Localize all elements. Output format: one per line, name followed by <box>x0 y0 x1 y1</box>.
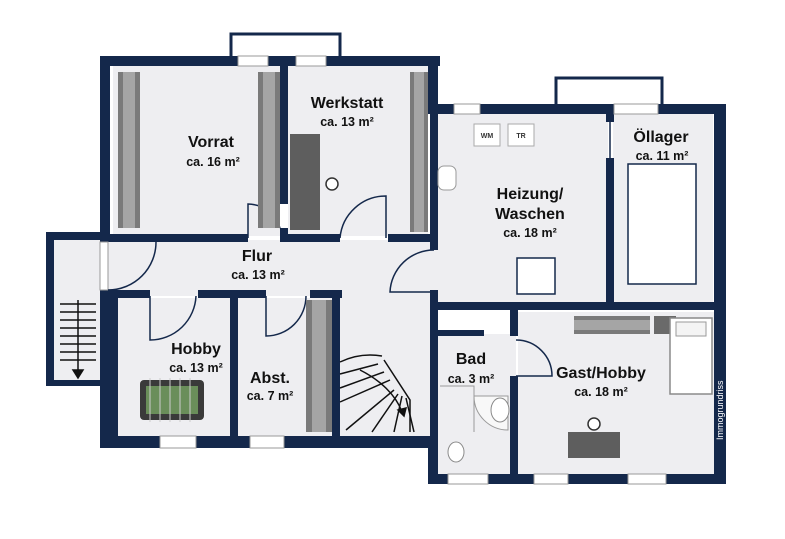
area-abst: ca. 7 m² <box>247 389 294 403</box>
windows <box>99 55 667 485</box>
label-gast: Gast/Hobby <box>556 365 646 382</box>
label-hobby: Hobby <box>171 341 221 358</box>
label-flur: Flur <box>242 248 272 265</box>
toilet <box>447 441 465 463</box>
stairs-winding <box>339 354 415 433</box>
door-abst <box>265 295 307 337</box>
washing-machine <box>473 123 501 147</box>
dryer <box>507 123 535 147</box>
stairs-straight <box>60 300 96 380</box>
area-oellager: ca. 11 m² <box>636 149 689 163</box>
label-abst: Abst. <box>250 370 290 387</box>
door-hobby <box>149 295 197 341</box>
area-heizung: ca. 18 m² <box>503 226 557 240</box>
washbasin-bad <box>490 397 510 423</box>
window-abst <box>249 435 285 449</box>
floor-vorrat <box>113 66 280 236</box>
label-bad: Bad <box>456 351 486 368</box>
workbench <box>290 134 320 230</box>
floor-stair-landing <box>52 240 108 382</box>
light-wells <box>229 32 664 104</box>
oil-tank <box>627 163 697 285</box>
floor-flur <box>108 240 436 296</box>
area-flur: ca. 13 m² <box>231 268 285 282</box>
washing-machine-label: WM <box>481 133 494 140</box>
floor-flur-lower <box>338 296 434 436</box>
label-heizung-line1: Heizung/ <box>497 186 564 203</box>
door-heizung <box>389 249 435 293</box>
desk-gast <box>568 432 620 458</box>
sink-heizung <box>437 165 457 191</box>
chair-gast <box>587 417 601 431</box>
doors <box>107 122 611 377</box>
window-gast-1 <box>533 473 569 485</box>
label-oellager: Öllager <box>633 127 688 146</box>
watermark-right: Immogrundriss <box>715 380 725 440</box>
stool-werkstatt <box>325 177 339 191</box>
window-bad <box>447 473 489 485</box>
window-werkstatt <box>237 55 269 67</box>
door-flur-left <box>107 241 157 291</box>
label-werkstatt: Werkstatt <box>311 95 384 112</box>
window-gast-2 <box>627 473 667 485</box>
room-labels: Vorrat ca. 16 m² Werkstatt ca. 13 m² Hei… <box>169 95 688 403</box>
area-gast: ca. 18 m² <box>574 385 628 399</box>
area-vorrat: ca. 16 m² <box>186 155 240 169</box>
walls <box>46 56 726 484</box>
furniture: WM TR <box>118 72 713 463</box>
area-werkstatt: ca. 13 m² <box>320 115 374 129</box>
label-heizung-line2: Waschen <box>495 206 565 223</box>
dryer-label: TR <box>516 133 525 140</box>
label-vorrat: Vorrat <box>188 134 235 151</box>
area-hobby: ca. 13 m² <box>169 361 223 375</box>
area-bad: ca. 3 m² <box>448 372 495 386</box>
window-heizung <box>453 103 481 115</box>
boiler <box>516 257 556 295</box>
door-werkstatt <box>339 195 387 239</box>
window-hobby <box>159 435 197 449</box>
door-bad <box>515 339 553 377</box>
